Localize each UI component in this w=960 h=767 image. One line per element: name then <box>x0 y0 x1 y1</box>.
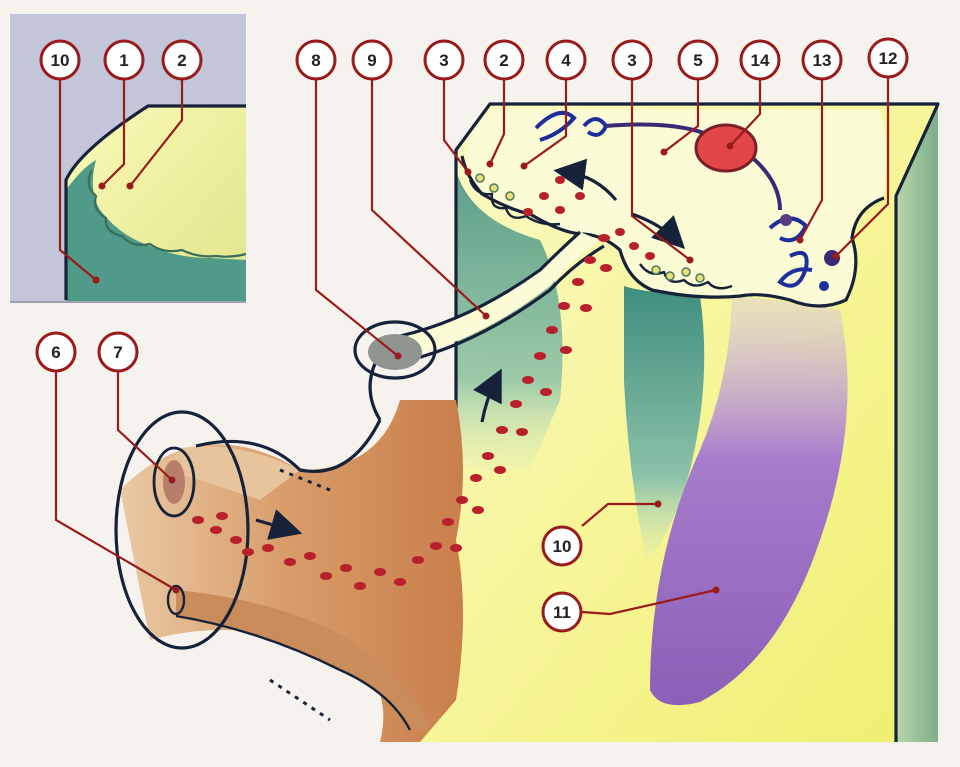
leader-12 <box>835 78 890 257</box>
callout-2: 2 <box>483 39 525 81</box>
leader-2 <box>489 80 506 165</box>
leader-inset-1 <box>101 80 126 187</box>
inset-teal-layer <box>66 160 246 302</box>
arrow-right <box>631 212 686 250</box>
duct <box>400 232 600 356</box>
callout-5: 5 <box>677 39 719 81</box>
callout-label: 3 <box>439 51 448 70</box>
teal-wall-column <box>624 286 705 560</box>
arrow-up <box>473 368 502 423</box>
cross-section-ring <box>114 410 250 650</box>
lower-dash <box>269 678 331 722</box>
leader-inset-10 <box>58 78 97 281</box>
callout-label: 4 <box>561 51 571 70</box>
leader-9 <box>370 80 487 317</box>
flow-arrows <box>255 158 686 540</box>
main-callouts: 8 9 3 2 4 3 5 14 <box>35 37 909 633</box>
inset-villi-outline <box>87 169 247 258</box>
callout-4: 4 <box>545 39 587 81</box>
callout-11: 11 <box>541 591 583 633</box>
callout-label: 6 <box>51 343 60 362</box>
nerve-structures <box>534 110 840 291</box>
block-outline <box>454 102 940 742</box>
duct-outline-bottom <box>409 244 605 362</box>
leader-end-dots <box>92 142 840 594</box>
leader-inset-2 <box>129 80 184 187</box>
callout-inset-1: 1 <box>103 39 145 81</box>
purple-region <box>650 296 848 706</box>
terminal-dot-13 <box>780 214 792 226</box>
callout-12: 12 <box>867 37 909 79</box>
tube-6-opening <box>166 584 186 616</box>
leader-3-right <box>630 80 691 261</box>
vessel-branch <box>120 400 463 742</box>
arrow-vessel <box>255 509 303 540</box>
node-14 <box>694 123 758 173</box>
leader-14 <box>729 80 762 147</box>
callout-9: 9 <box>351 39 393 81</box>
block-side-face <box>896 104 938 742</box>
callout-label: 10 <box>553 537 572 556</box>
callout-7: 7 <box>97 331 139 373</box>
upper-tube <box>166 446 300 500</box>
callout-label: 9 <box>367 51 376 70</box>
callout-13: 13 <box>801 39 843 81</box>
lower-tube <box>176 590 430 730</box>
leader-7 <box>116 370 173 481</box>
lumen-outline <box>460 155 885 308</box>
inset-callouts: 10 1 2 <box>39 39 203 81</box>
callout-8: 8 <box>295 39 337 81</box>
callout-label: 8 <box>311 51 320 70</box>
callout-label: 7 <box>113 343 122 362</box>
leader-3-left <box>442 80 469 173</box>
callout-6: 6 <box>35 331 77 373</box>
callout-3-right: 3 <box>611 39 653 81</box>
callout-label: 11 <box>553 603 571 622</box>
nerve-loop <box>777 251 813 288</box>
callout-label: 1 <box>119 51 128 70</box>
leader-8 <box>314 80 399 357</box>
callout-inset-2: 2 <box>161 39 203 81</box>
vessel-top-outline <box>195 419 382 473</box>
main-block <box>420 102 940 742</box>
callout-label: 13 <box>813 51 832 70</box>
nerve-coil-left <box>534 110 577 142</box>
callout-10: 10 <box>541 525 583 567</box>
vessel-system <box>114 230 605 742</box>
callout-14: 14 <box>739 39 781 81</box>
callout-label: 2 <box>499 51 508 70</box>
callout-label: 5 <box>693 51 702 70</box>
callout-3-left: 3 <box>423 39 465 81</box>
leader-4 <box>523 80 568 167</box>
callout-inset-10: 10 <box>39 39 81 81</box>
callout-label: 12 <box>879 49 898 68</box>
callout-label: 10 <box>51 51 70 70</box>
inset-outer-outline <box>64 104 246 300</box>
leader-5 <box>663 80 700 153</box>
terminal-dot-small <box>819 281 829 291</box>
leader-13 <box>799 80 824 241</box>
leader-6 <box>54 370 177 591</box>
leader-10 <box>581 502 658 527</box>
tube-7-opening <box>152 446 196 518</box>
gland-clusters <box>475 173 705 283</box>
duct-outline-top <box>399 230 582 338</box>
callout-label: 2 <box>177 51 186 70</box>
callout-label: 3 <box>627 51 636 70</box>
arrow-left <box>553 158 618 202</box>
leader-lines <box>54 78 890 616</box>
leader-11 <box>581 588 717 616</box>
callout-label: 14 <box>751 51 770 70</box>
structure-8-ring <box>353 320 437 380</box>
